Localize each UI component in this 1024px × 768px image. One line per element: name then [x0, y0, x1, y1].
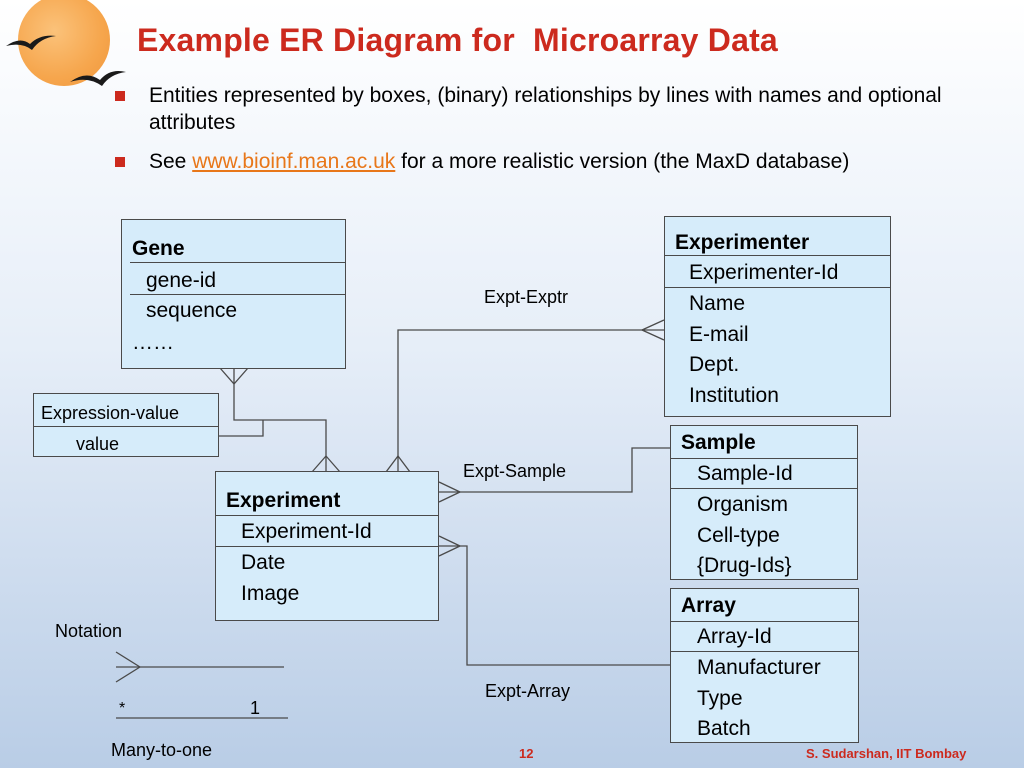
entity-experimenter: Experimenter Experimenter-Id Name E-mail… [664, 216, 891, 417]
entity-attribute: Name [689, 292, 746, 315]
entity-attribute: Array-Id [697, 625, 772, 648]
bullet-item: Entities represented by boxes, (binary) … [113, 82, 993, 136]
entity-attribute: …… [132, 331, 174, 354]
entity-attribute: Experimenter-Id [689, 261, 839, 284]
entity-attribute: Cell-type [697, 524, 780, 547]
entity-attribute: Manufacturer [697, 656, 821, 679]
entity-attribute: value [76, 434, 120, 454]
footer-author: S. Sudarshan, IIT Bombay [806, 746, 967, 761]
entity-attribute: sequence [146, 299, 238, 322]
entity-name: Experimenter [675, 231, 810, 254]
entity-attribute: gene-id [146, 269, 217, 292]
entity-expression-value: Expression-value value [33, 393, 219, 457]
page-title: Example ER Diagram for Microarray Data [137, 22, 778, 58]
entity-sample: Sample Sample-Id Organism Cell-type {Dru… [670, 425, 858, 580]
bullet-text: Entities represented by boxes, (binary) … [149, 84, 942, 134]
entity-name: Array [681, 594, 736, 617]
notation-label: Notation [55, 621, 123, 641]
entity-name: Sample [681, 431, 756, 454]
notation-one-symbol: 1 [250, 698, 261, 718]
entity-name: Gene [132, 237, 185, 260]
page-number: 12 [519, 746, 534, 761]
entity-attribute: Sample-Id [697, 462, 793, 485]
notation-caption: Many-to-one [111, 740, 213, 760]
entity-attribute: Batch [697, 717, 751, 740]
relationship-label-expt-exptr: Expt-Exptr [484, 287, 569, 307]
entity-attribute: Institution [689, 384, 779, 407]
entity-attribute: Type [697, 687, 743, 710]
relationship-label-expt-sample: Expt-Sample [463, 461, 567, 481]
entity-experiment: Experiment Experiment-Id Date Image [215, 471, 439, 621]
bullet-item: See www.bioinf.man.ac.uk for a more real… [113, 148, 993, 175]
entity-attribute: Dept. [689, 353, 740, 376]
entity-attribute: Date [241, 551, 286, 574]
notation-many-symbol: * [119, 700, 126, 717]
seagull-icon [6, 35, 126, 86]
entity-gene: Gene gene-id sequence …… [121, 219, 346, 369]
entity-name: Experiment [226, 489, 341, 512]
entity-attribute: Organism [697, 493, 789, 516]
entity-array: Array Array-Id Manufacturer Type Batch [670, 588, 859, 743]
maxd-link[interactable]: www.bioinf.man.ac.uk [192, 150, 396, 173]
entity-name: Expression-value [41, 403, 180, 423]
bullet-text-prefix: See [149, 150, 193, 173]
relationship-label-expt-array: Expt-Array [485, 681, 571, 701]
entity-attribute: E-mail [689, 323, 749, 346]
bullet-text-suffix: for a more realistic version (the MaxD d… [395, 150, 850, 173]
entity-attribute: Experiment-Id [241, 520, 372, 543]
entity-attribute: Image [241, 582, 300, 605]
bullet-list: Entities represented by boxes, (binary) … [113, 82, 993, 187]
entity-attribute: {Drug-Ids} [697, 554, 792, 577]
